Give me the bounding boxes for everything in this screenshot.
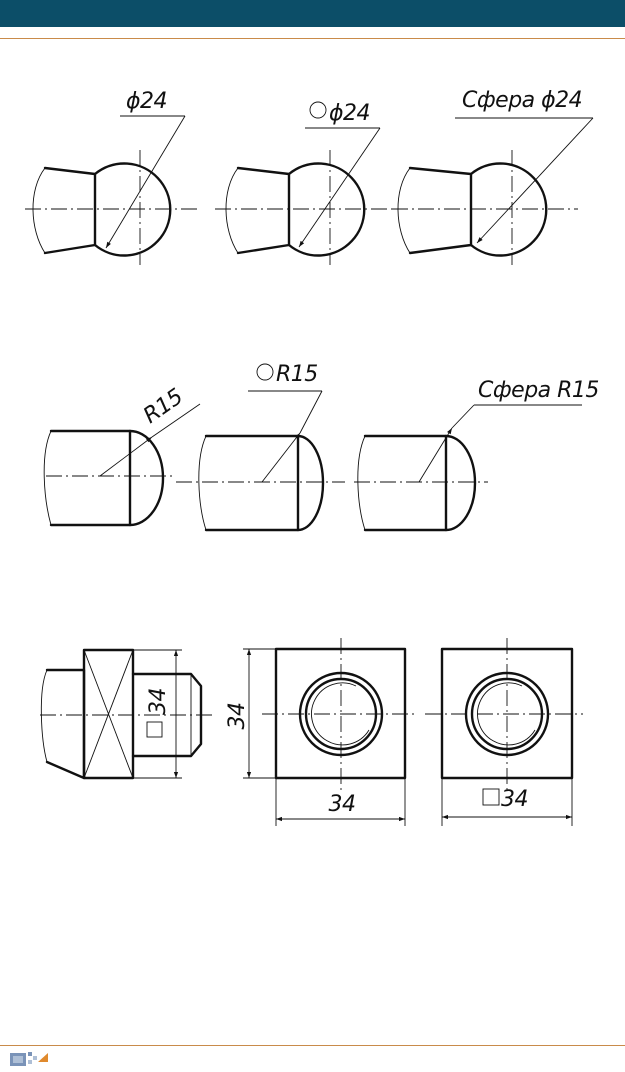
square-side-view: 34 — [40, 648, 212, 780]
dim-label-square-side: 34 — [146, 688, 171, 715]
dim-label-diameter-2: ϕ24 — [329, 101, 370, 126]
dim-label-sphere-diameter: Сфера ϕ24 — [462, 88, 582, 113]
dim-label-front-horizontal: 34 — [329, 792, 356, 817]
dim-label-front-vertical: 34 — [225, 703, 250, 730]
radius-view-1: R15 — [43, 384, 201, 527]
sphere-view-2: ϕ24 — [215, 101, 395, 265]
dim-label-diameter-1: ϕ24 — [126, 89, 167, 114]
circle-symbol — [309, 101, 327, 119]
sphere-view-3: Сфера ϕ24 — [392, 88, 594, 265]
dim-label-right-horizontal: 34 — [501, 787, 528, 812]
footer-rule — [0, 1045, 625, 1046]
logo-icon — [10, 1052, 48, 1066]
dim-label-radius-2: R15 — [276, 362, 318, 387]
square-symbol — [146, 721, 163, 738]
square-right-view: 34 — [425, 638, 583, 826]
header-rule — [0, 38, 625, 39]
radius-view-3: Сфера R15 — [354, 378, 599, 532]
radius-view-2: R15 — [176, 362, 345, 532]
dim-label-sphere-radius: Сфера R15 — [478, 378, 599, 403]
circle-symbol — [256, 363, 274, 381]
square-symbol — [482, 788, 500, 806]
dim-label-radius-1: R15 — [139, 384, 188, 428]
sphere-view-1: ϕ24 — [25, 89, 200, 265]
header-bar — [0, 0, 625, 27]
square-front-view: 34 34 — [225, 638, 417, 826]
